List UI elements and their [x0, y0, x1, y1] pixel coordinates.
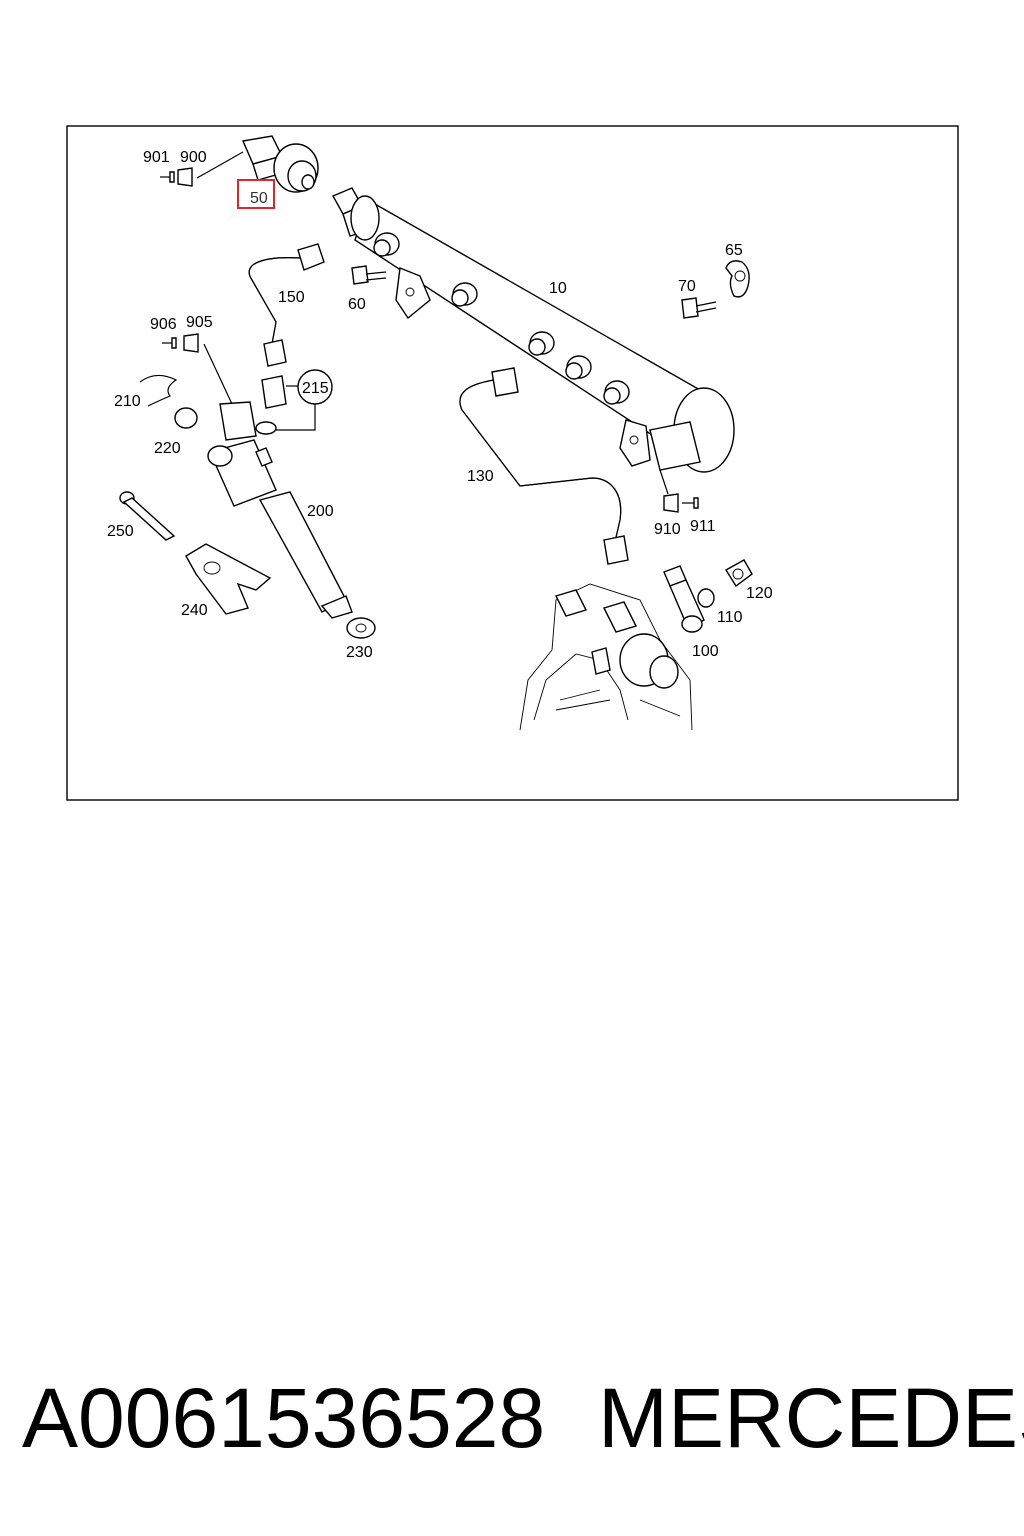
- clamp-part-240: [185, 543, 272, 615]
- callout-906: 906: [150, 316, 177, 333]
- diagram-border: [66, 125, 959, 801]
- highlight-box: [237, 179, 275, 209]
- callout-65: 65: [725, 242, 743, 259]
- callout-70: 70: [678, 278, 696, 295]
- washer-part-230: [346, 617, 376, 639]
- plug-part-905: [162, 333, 233, 405]
- clip-part-65: [725, 260, 750, 298]
- caption: A0061536528 MERCEDES: [0, 1360, 1024, 1480]
- callout-250: 250: [107, 523, 134, 540]
- callout-210: 210: [114, 393, 141, 410]
- bolt-part-70: [681, 297, 717, 319]
- callout-901: 901: [143, 149, 170, 166]
- clip-part-210: [139, 374, 178, 407]
- callout-900: 900: [180, 149, 207, 166]
- plug-part-900: [160, 167, 193, 187]
- plug-part-910: [659, 469, 699, 513]
- parts-diagram: 901 900 50 150 60 10 65 70 906 905 215 2…: [66, 125, 959, 801]
- callout-200: 200: [307, 503, 334, 520]
- callout-150: 150: [278, 289, 305, 306]
- connector-part-100: [663, 565, 705, 633]
- callout-50: 50: [250, 190, 268, 207]
- fuel-line-part-150: [248, 243, 325, 367]
- fuel-rail-part: [332, 187, 735, 473]
- brand-name: MERCEDES: [598, 1371, 1024, 1465]
- callout-230: 230: [346, 644, 373, 661]
- pump-outline: [519, 583, 693, 731]
- callout-910: 910: [654, 521, 681, 538]
- pressure-sensor-part: [196, 135, 319, 193]
- callout-130: 130: [467, 468, 494, 485]
- banjo-part-120: [725, 559, 753, 588]
- callout-220: 220: [154, 440, 181, 457]
- bolt-part-60: [351, 265, 387, 285]
- callout-911: 911: [690, 518, 716, 535]
- fuel-line-part-130: [459, 367, 629, 565]
- callout-110: 110: [717, 609, 743, 626]
- callout-10: 10: [549, 280, 567, 297]
- callout-120: 120: [746, 585, 773, 602]
- seal-ring-part-220: [174, 407, 198, 429]
- callout-240: 240: [181, 602, 208, 619]
- callout-60: 60: [348, 296, 366, 313]
- bolt-part-250: [119, 491, 176, 541]
- connector-part-215: [255, 369, 333, 435]
- washer-part-110: [697, 588, 715, 608]
- injector-part-200: [207, 401, 353, 619]
- callout-215: 215: [302, 380, 329, 397]
- callout-905: 905: [186, 314, 213, 331]
- callout-100: 100: [692, 643, 719, 660]
- part-number: A0061536528: [22, 1371, 546, 1465]
